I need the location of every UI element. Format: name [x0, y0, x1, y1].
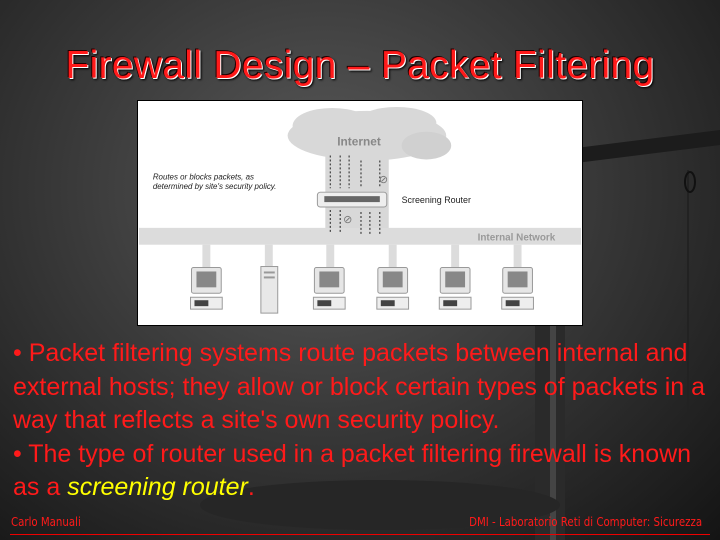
internal-network-label: Internal Network	[478, 233, 556, 244]
footer-course: DMI - Laboratorio Reti di Computer: Sicu…	[469, 515, 702, 529]
slide-body: • Packet filtering systems route packets…	[13, 337, 720, 505]
internal-network-bar	[138, 227, 582, 245]
bullet-2-end: .	[247, 473, 255, 501]
network-diagram: Internet Internal Network ⊘ ⊘ Screening …	[137, 100, 583, 326]
server-icon	[260, 266, 279, 314]
footer-author: Carlo Manuali	[11, 515, 81, 529]
highlight-term: screening router	[67, 473, 248, 501]
block-icon: ⊘	[379, 174, 388, 186]
router-label: Screening Router	[402, 195, 471, 205]
workstation-icon	[190, 267, 223, 310]
workstation-icon	[376, 267, 410, 310]
caption-line-1: Routes or blocks packets, as	[153, 172, 254, 181]
workstation-icon	[312, 267, 346, 310]
hosts	[202, 244, 522, 314]
block-icon: ⊘	[343, 214, 352, 226]
workstation-icon	[438, 267, 472, 310]
internet-cloud	[287, 106, 452, 230]
slide-title: Firewall Design – Packet Filtering	[65, 44, 655, 87]
caption-line-2: determined by site's security policy.	[153, 182, 277, 191]
bullet-2: • The type of router used in a packet fi…	[13, 438, 720, 505]
footer-divider	[10, 534, 710, 535]
bullet-2-text: • The type of router used in a packet fi…	[13, 439, 692, 502]
internet-label: Internet	[337, 135, 381, 149]
bullet-1: • Packet filtering systems route packets…	[13, 339, 706, 434]
workstation-icon	[501, 267, 534, 310]
